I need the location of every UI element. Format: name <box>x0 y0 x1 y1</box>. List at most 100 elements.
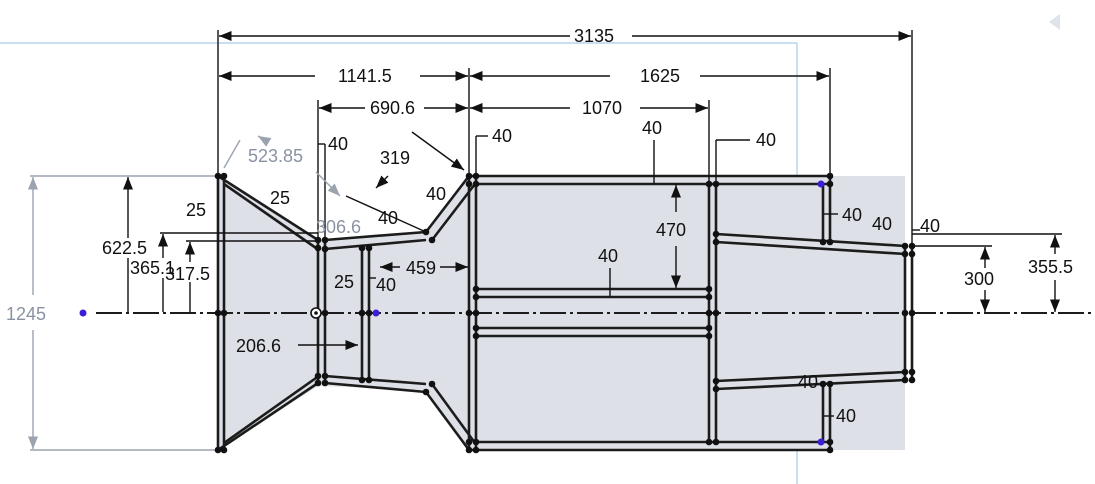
sketch-vertex[interactable] <box>826 172 834 180</box>
sketch-vertex[interactable] <box>712 309 720 317</box>
diffuser-bottom-edge[interactable] <box>424 391 471 451</box>
cone-top-edge[interactable] <box>217 174 319 242</box>
selected-point-axis-start[interactable] <box>79 309 87 317</box>
sketch-vertex[interactable] <box>819 380 827 388</box>
dim-height-a[interactable]: 365.1 <box>130 258 175 278</box>
sketch-vertex[interactable] <box>472 324 480 332</box>
sketch-vertex[interactable] <box>214 309 222 317</box>
dim-wall-40-f[interactable]: 40 <box>378 208 398 228</box>
dim-wall-40-b[interactable]: 40 <box>492 126 512 146</box>
dim-outlet-outer[interactable]: 355.5 <box>1028 257 1073 277</box>
dim-wall-40-l[interactable]: 40 <box>798 372 818 392</box>
sketch-vertex[interactable] <box>220 446 228 454</box>
cone-bottom-edge[interactable] <box>217 381 319 452</box>
sketch-vertex[interactable] <box>705 324 713 332</box>
dim-wall-25-b[interactable]: 25 <box>270 188 290 208</box>
dim-wall-40-g[interactable]: 40 <box>376 275 396 295</box>
sketch-vertex[interactable] <box>365 309 373 317</box>
sketch-vertex[interactable] <box>901 309 909 317</box>
dim-left-section-length[interactable]: 1141.5 <box>338 66 392 86</box>
sketch-vertex[interactable] <box>314 372 322 380</box>
sketch-vertex[interactable] <box>819 238 827 246</box>
sketch-vertex[interactable] <box>358 376 366 384</box>
sketch-vertex[interactable] <box>472 285 480 293</box>
dim-radius-to-throat[interactable]: 206.6 <box>236 336 281 356</box>
sketch-vertex[interactable] <box>472 172 480 180</box>
sketch-vertex[interactable] <box>712 180 720 188</box>
dim-chamber-inner-height[interactable]: 470 <box>656 220 686 240</box>
sketch-vertex[interactable] <box>214 172 222 180</box>
sketch-vertex[interactable] <box>214 446 222 454</box>
sketch-vertex[interactable] <box>428 380 436 388</box>
outlet-bottom-edge[interactable] <box>715 370 906 383</box>
dim-overall-length[interactable]: 3135 <box>574 26 614 46</box>
dim-outlet-height[interactable]: 300 <box>964 269 994 289</box>
throat-top-edge[interactable] <box>324 230 427 242</box>
sketch-vertex[interactable] <box>712 230 720 238</box>
dim-height-total[interactable]: 1245 <box>6 304 46 324</box>
sketch-vertex[interactable] <box>472 438 480 446</box>
sketch-vertex[interactable] <box>901 376 909 384</box>
sketch-vertex[interactable] <box>712 438 720 446</box>
sketch-vertex[interactable] <box>712 385 720 393</box>
dim-taper-b[interactable]: 319 <box>380 148 410 168</box>
selected-point-outlet-bottom[interactable] <box>817 438 825 446</box>
sketch-vertex[interactable] <box>465 438 473 446</box>
dim-wall-40-m[interactable]: 40 <box>836 406 856 426</box>
sketch-vertex[interactable] <box>314 236 322 244</box>
triangle-left-icon[interactable] <box>1049 14 1060 30</box>
sketch-vertex[interactable] <box>901 242 909 250</box>
sketch-vertex[interactable] <box>908 242 916 250</box>
sketch-vertex[interactable] <box>712 377 720 385</box>
sketch-vertex[interactable] <box>901 368 909 376</box>
dim-taper-a[interactable]: 306.6 <box>316 217 361 237</box>
sketch-vertex[interactable] <box>465 446 473 454</box>
dim-throat-to-mid[interactable]: 690.6 <box>370 98 415 118</box>
sketch-vertex[interactable] <box>826 438 834 446</box>
dim-wall-40-k[interactable]: 40 <box>920 216 940 236</box>
sketch-vertex[interactable] <box>365 376 373 384</box>
sketch-vertex[interactable] <box>465 172 473 180</box>
sketch-vertex[interactable] <box>422 228 430 236</box>
dim-chamber-length[interactable]: 1070 <box>582 98 622 118</box>
dim-right-section-length[interactable]: 1625 <box>640 66 680 86</box>
dim-wall-25-c[interactable]: 25 <box>334 272 354 292</box>
selected-point-outlet-top[interactable] <box>817 180 825 188</box>
sketch-vertex[interactable] <box>705 293 713 301</box>
sketch-vertex[interactable] <box>472 309 480 317</box>
sketch-vertex[interactable] <box>358 244 366 252</box>
dim-wall-40-a[interactable]: 40 <box>328 134 348 154</box>
dim-wall-25-a[interactable]: 25 <box>186 200 206 220</box>
sketch-vertex[interactable] <box>428 236 436 244</box>
sketch-vertex[interactable] <box>321 372 329 380</box>
sketch-vertex[interactable] <box>321 309 329 317</box>
sketch-vertex[interactable] <box>321 236 329 244</box>
sketch-vertex[interactable] <box>365 244 373 252</box>
dim-height-half[interactable]: 622.5 <box>102 238 147 258</box>
dim-wall-40-j[interactable]: 40 <box>872 214 892 234</box>
throat-bottom-edge[interactable] <box>324 374 427 386</box>
sketch-vertex[interactable] <box>472 180 480 188</box>
sketch-vertex[interactable] <box>901 250 909 258</box>
sketch-vertex[interactable] <box>220 309 228 317</box>
dim-wall-40-d[interactable]: 40 <box>756 130 776 150</box>
sketch-points[interactable] <box>214 172 916 454</box>
sketch-vertex[interactable] <box>472 446 480 454</box>
dim-wall-40-c[interactable]: 40 <box>642 118 662 138</box>
sketch-vertex[interactable] <box>321 245 329 253</box>
sketch-vertex[interactable] <box>908 309 916 317</box>
sketch-vertex[interactable] <box>705 309 713 317</box>
sketch-vertex[interactable] <box>908 368 916 376</box>
sketch-vertex[interactable] <box>358 309 366 317</box>
sketch-vertex[interactable] <box>705 438 713 446</box>
sketch-vertex[interactable] <box>314 244 322 252</box>
sketch-vertex[interactable] <box>826 180 834 188</box>
dim-wall-40-e[interactable]: 40 <box>426 184 446 204</box>
sketch-vertex[interactable] <box>826 380 834 388</box>
sketch-vertex[interactable] <box>220 172 228 180</box>
sketch-vertex[interactable] <box>472 293 480 301</box>
dim-wall-40-h[interactable]: 40 <box>598 246 618 266</box>
sketch-vertex[interactable] <box>712 238 720 246</box>
